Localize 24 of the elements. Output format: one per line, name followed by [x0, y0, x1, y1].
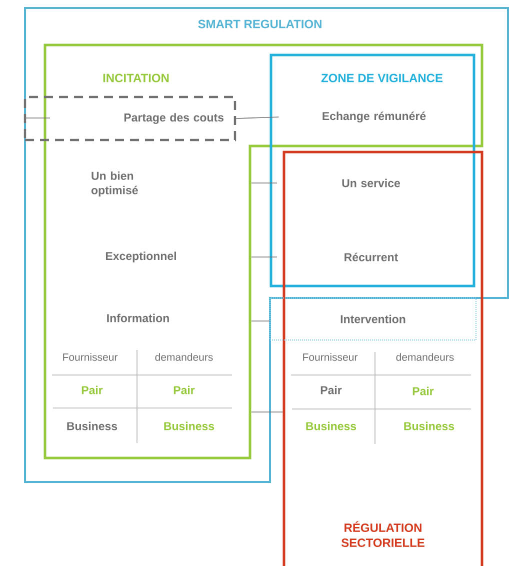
- table-cell: Business: [67, 422, 118, 430]
- connector-line: [251, 182, 278, 184]
- dashed-box: Partage des couts: [24, 96, 236, 142]
- table-cell: Pair: [320, 386, 342, 394]
- text-label: Exceptionnel: [106, 252, 176, 262]
- text-label: Echange rémunéré: [322, 112, 426, 122]
- text-label: Un bien optimisé: [91, 171, 138, 197]
- table-cell: Pair: [82, 386, 103, 394]
- table-cell: demandeurs: [155, 353, 213, 361]
- table-cell: Fournisseur: [303, 353, 358, 361]
- table-cell: Pair: [174, 386, 195, 394]
- connector-line: [251, 320, 270, 322]
- connector-line: [251, 256, 278, 258]
- table-cell: Business: [164, 422, 214, 430]
- connector-line: [236, 116, 280, 119]
- table-cell: Pair: [412, 386, 434, 396]
- text-label: Récurrent: [344, 252, 398, 262]
- table-cell: Fournisseur: [63, 353, 118, 361]
- table-cell: Business: [306, 422, 356, 430]
- dotted-box: Intervention: [270, 298, 476, 340]
- text-label: Un service: [342, 178, 400, 188]
- text-label: Information: [107, 314, 169, 322]
- table-cell: Business: [404, 422, 454, 430]
- table-cell: demandeurs: [396, 353, 454, 361]
